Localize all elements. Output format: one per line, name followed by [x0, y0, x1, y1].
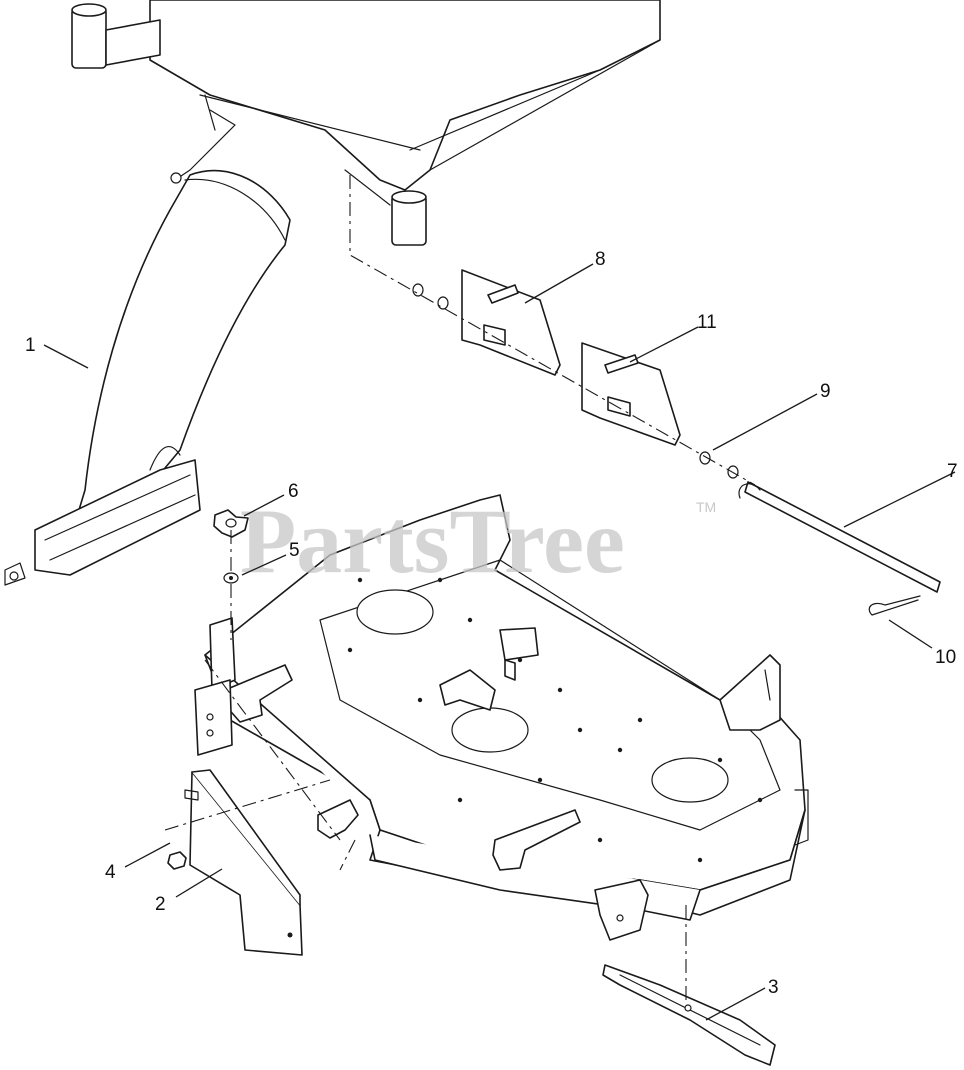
- knob: [213, 509, 249, 538]
- callout-10: 10: [935, 647, 956, 668]
- callout-5: 5: [289, 540, 300, 561]
- watermark-text: PartsTree: [240, 490, 625, 592]
- nut: [167, 851, 187, 870]
- callout-1: 1: [25, 335, 36, 356]
- watermark-tm: TM: [696, 499, 716, 515]
- callout-4: 4: [105, 862, 116, 883]
- callouts: 1 2 3 4 5 6 7 8 9 10 11: [25, 249, 958, 998]
- callout-6: 6: [288, 481, 299, 502]
- callout-9: 9: [820, 381, 831, 402]
- hairpin-clip: [868, 595, 921, 616]
- tractor-frame: [71, 0, 661, 246]
- callout-leaders: [43, 263, 956, 1021]
- callout-7: 7: [947, 461, 958, 482]
- assembly-lines: [164, 175, 756, 1000]
- mount-plate-8: [461, 269, 561, 376]
- deflector: [184, 769, 303, 956]
- mower-deck: [194, 494, 809, 941]
- callout-2: 2: [155, 894, 166, 915]
- watermark: PartsTree TM: [240, 490, 716, 592]
- callout-11: 11: [697, 312, 717, 333]
- callout-3: 3: [768, 977, 779, 998]
- callout-8: 8: [595, 249, 606, 270]
- blade: [602, 964, 776, 1066]
- mount-plate-11: [581, 342, 681, 446]
- rod: [738, 481, 941, 593]
- discharge-chute: [4, 169, 291, 586]
